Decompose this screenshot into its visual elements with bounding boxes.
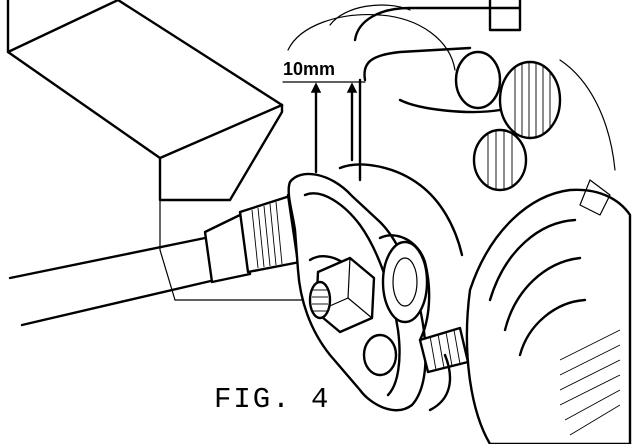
hub-casting (338, 163, 464, 342)
figure-caption: FIG. 4 (214, 383, 331, 416)
adjuster-nuts (454, 0, 616, 192)
side-bolt (362, 326, 470, 412)
dimension-lines (282, 81, 366, 174)
extension-bar (8, 184, 328, 327)
center-nut (308, 256, 376, 334)
brake-disc (465, 179, 632, 444)
dimension-label: 10mm (283, 59, 336, 79)
hub-background (287, 4, 522, 182)
housing-block (6, 0, 321, 301)
